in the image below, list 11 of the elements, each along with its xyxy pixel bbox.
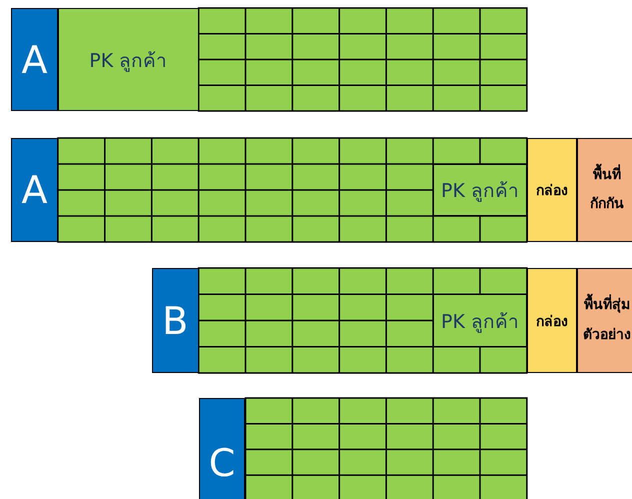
area-box: พื้นที่กักกัน [577, 138, 632, 242]
box-label: กล่อง [526, 268, 577, 373]
letter-box: A [11, 138, 58, 242]
letter-box: A [11, 8, 58, 111]
box-label: กล่อง [526, 138, 577, 242]
area-box: พื้นที่สุ่มตัวอย่าง [577, 268, 632, 373]
key-box: PK ลูกค้า [58, 8, 199, 111]
key-box: PK ลูกค้า [433, 294, 527, 347]
letter-box: C [198, 398, 246, 499]
key-box: PK ลูกค้า [433, 164, 527, 216]
letter-box: B [152, 268, 199, 373]
